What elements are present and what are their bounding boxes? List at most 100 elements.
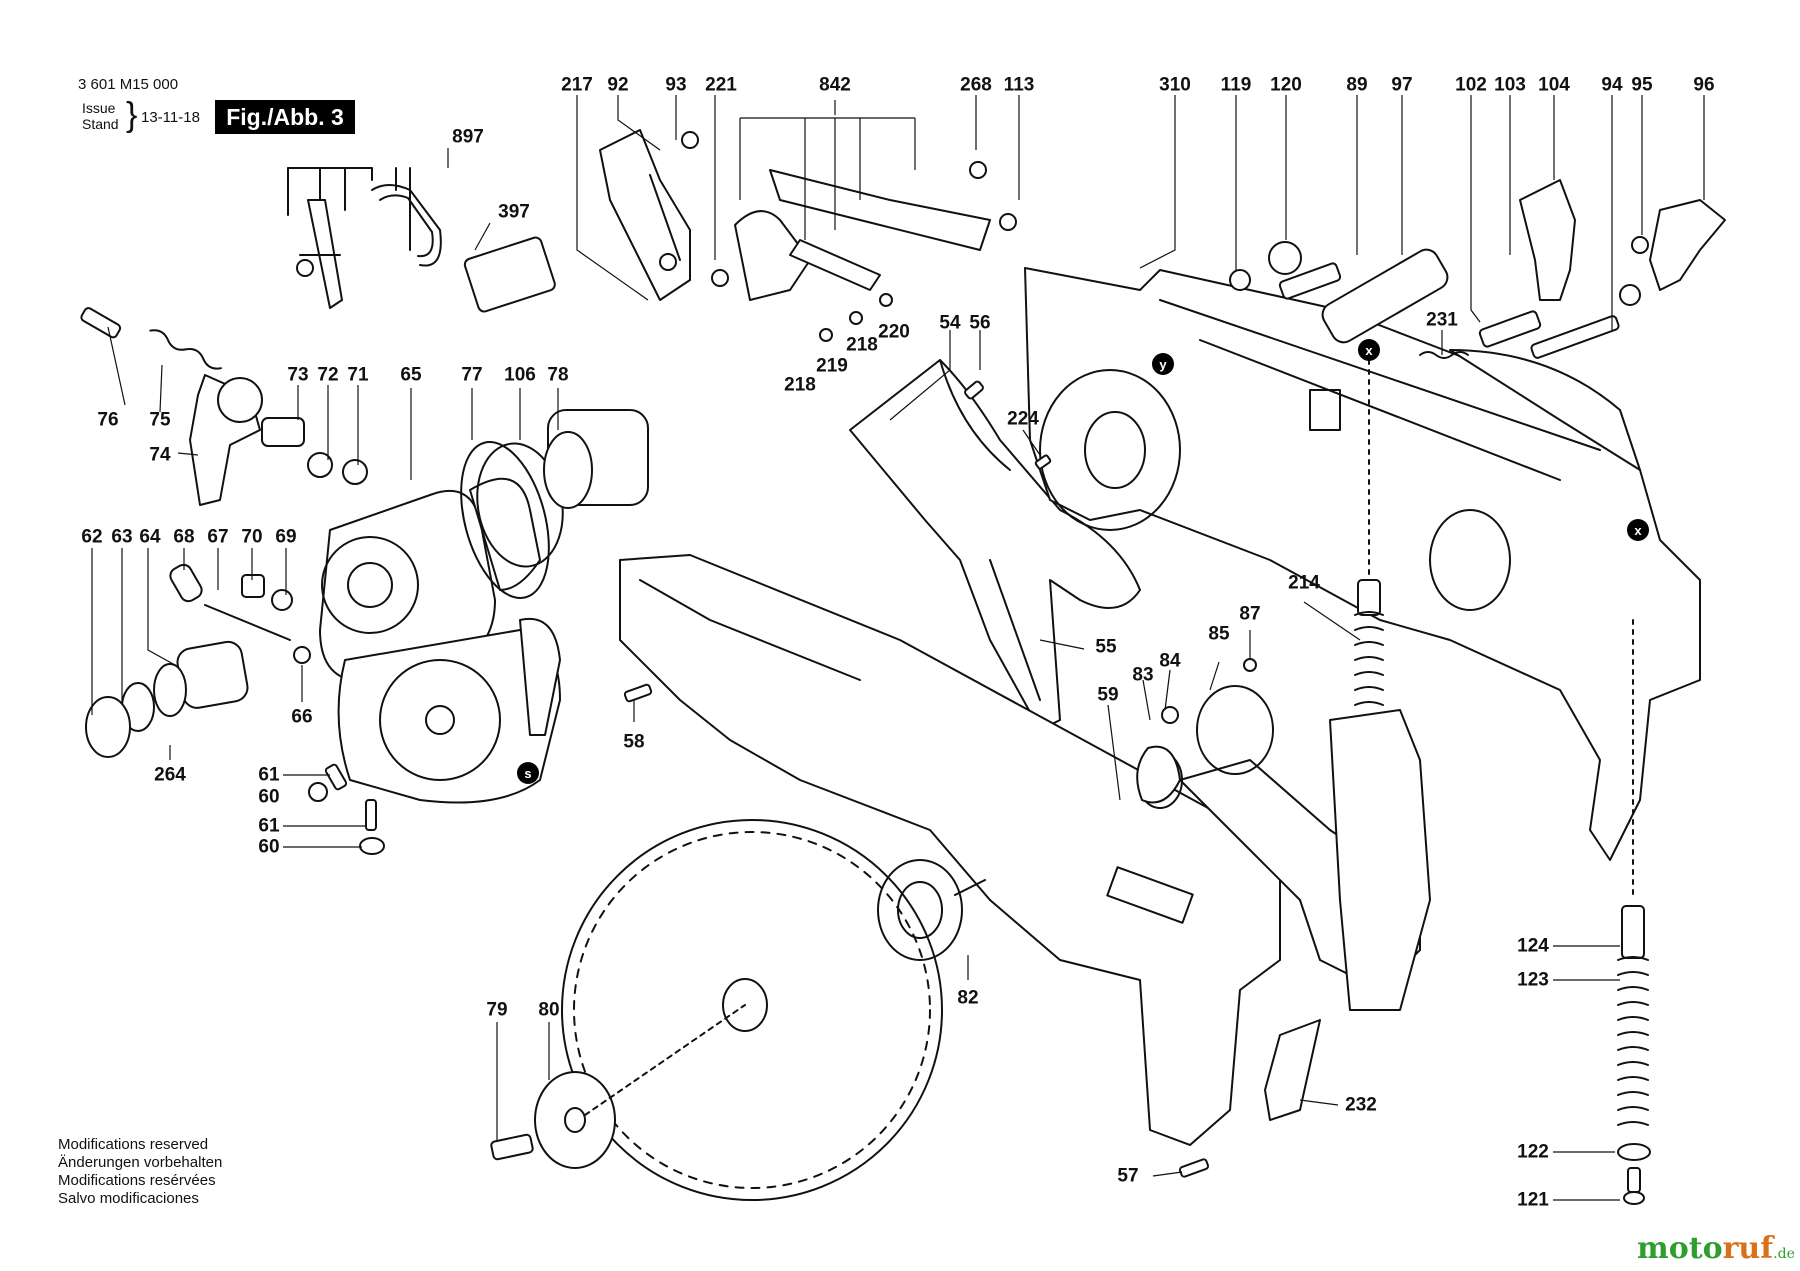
handle-assembly-drawing xyxy=(80,307,368,506)
callout-label: 121 xyxy=(1517,1189,1549,1211)
callout-label: 65 xyxy=(400,364,422,386)
callout-label: 87 xyxy=(1239,603,1261,625)
callout-label: 62 xyxy=(81,526,103,548)
callout-label: 82 xyxy=(957,987,979,1009)
callout-label: 106 xyxy=(504,364,536,386)
callout-label: 71 xyxy=(347,364,369,386)
callout-label: 93 xyxy=(665,74,687,96)
callout-label: 80 xyxy=(538,999,560,1021)
callout-label: 97 xyxy=(1391,74,1413,96)
issue-stand-labels: Issue Stand xyxy=(82,100,119,132)
watermark-logo: motoruf.de xyxy=(1637,1234,1795,1264)
callout-label: 897 xyxy=(452,126,484,148)
callout-label: 268 xyxy=(960,74,992,96)
callout-label: 68 xyxy=(173,526,195,548)
callout-label: 59 xyxy=(1097,684,1119,706)
callout-label: 64 xyxy=(139,526,161,548)
callout-label: 55 xyxy=(1095,636,1117,658)
ref-marker-x: x xyxy=(1627,519,1649,541)
shaft-214-drawing xyxy=(1354,349,1384,706)
motor-housing-drawing xyxy=(319,441,561,804)
notice-line: Salvo modificaciones xyxy=(58,1190,199,1207)
watermark-part: ruf xyxy=(1722,1231,1774,1266)
callout-label: 77 xyxy=(461,364,483,386)
callout-label: 84 xyxy=(1159,650,1181,672)
callout-label: 83 xyxy=(1132,664,1154,686)
callout-label: 69 xyxy=(275,526,297,548)
stand-label: Stand xyxy=(82,116,119,132)
ref-marker-s: s xyxy=(517,762,539,784)
bracket-linkage-drawing xyxy=(599,129,1017,399)
issue-label: Issue xyxy=(82,100,116,116)
saw-blade-drawing xyxy=(490,819,943,1201)
callout-label: 104 xyxy=(1538,74,1570,96)
callout-label: 66 xyxy=(291,706,313,728)
document-number: 3 601 M15 000 xyxy=(78,76,179,93)
callout-label: 56 xyxy=(969,312,991,334)
callout-label: 73 xyxy=(287,364,309,386)
blade-guard-drawing xyxy=(619,554,1431,1146)
callout-label: 103 xyxy=(1494,74,1526,96)
notice-line: Änderungen vorbehalten xyxy=(58,1154,223,1171)
callout-label: 85 xyxy=(1208,623,1230,645)
callout-label: 89 xyxy=(1346,74,1368,96)
callout-label: 70 xyxy=(241,526,263,548)
callout-label: 96 xyxy=(1693,74,1715,96)
callout-label: 92 xyxy=(607,74,629,96)
callout-label: 220 xyxy=(878,321,910,343)
bearing-parts-drawing xyxy=(476,409,649,568)
callout-label: 123 xyxy=(1517,969,1549,991)
watermark-part: moto xyxy=(1637,1231,1723,1266)
ref-marker-x: x xyxy=(1358,339,1380,361)
callout-label: 214 xyxy=(1288,572,1320,594)
callout-label: 113 xyxy=(1003,74,1035,96)
right-column-drawing xyxy=(1617,619,1651,1205)
callout-label: 61 xyxy=(258,764,280,786)
callout-label: 120 xyxy=(1270,74,1302,96)
callout-label: 54 xyxy=(939,312,961,334)
upper-arm-housing-drawing xyxy=(1024,267,1701,861)
callout-label: 231 xyxy=(1426,309,1458,331)
leader-lines xyxy=(91,95,1705,1201)
callout-label: 218 xyxy=(784,374,816,396)
callout-label: 58 xyxy=(623,731,645,753)
callout-label: 119 xyxy=(1220,74,1252,96)
callout-label: 63 xyxy=(111,526,133,548)
figure-badge: Fig./Abb. 3 xyxy=(215,100,355,134)
callout-label: 60 xyxy=(258,836,280,858)
ref-marker-y: y xyxy=(1152,353,1174,375)
spindle-parts-drawing xyxy=(85,563,385,855)
callout-label: 67 xyxy=(207,526,229,548)
callout-label: 218 xyxy=(846,334,878,356)
callout-label: 221 xyxy=(705,74,737,96)
misc-screws-drawing xyxy=(623,380,1257,1178)
callout-label: 57 xyxy=(1117,1165,1139,1187)
callout-label: 79 xyxy=(486,999,508,1021)
callout-label: 232 xyxy=(1345,1094,1377,1116)
callout-label: 224 xyxy=(1007,408,1039,430)
callout-label: 842 xyxy=(819,74,851,96)
modifications-notice: Modifications reserved Änderungen vorbeh… xyxy=(58,1136,222,1208)
callout-label: 78 xyxy=(547,364,569,386)
callout-label: 264 xyxy=(154,764,186,786)
flange-drawing xyxy=(877,859,986,961)
callout-label: 124 xyxy=(1517,935,1549,957)
callout-label: 94 xyxy=(1601,74,1623,96)
callout-label: 75 xyxy=(149,409,171,431)
callout-label: 122 xyxy=(1517,1141,1549,1163)
callout-label: 219 xyxy=(816,355,848,377)
watermark-suffix: .de xyxy=(1773,1246,1795,1262)
callout-label: 60 xyxy=(258,786,280,808)
callout-label: 102 xyxy=(1455,74,1487,96)
brace-glyph: } xyxy=(126,96,138,134)
notice-line: Modifications reserved xyxy=(58,1136,209,1153)
clamp-assembly-drawing xyxy=(287,167,556,313)
callout-label: 61 xyxy=(258,815,280,837)
notice-line: Modifications resérvées xyxy=(58,1172,216,1189)
top-right-fasteners-drawing xyxy=(1229,179,1726,359)
callout-label: 76 xyxy=(97,409,119,431)
callout-label: 310 xyxy=(1159,74,1191,96)
issue-date: 13-11-18 xyxy=(141,109,200,126)
